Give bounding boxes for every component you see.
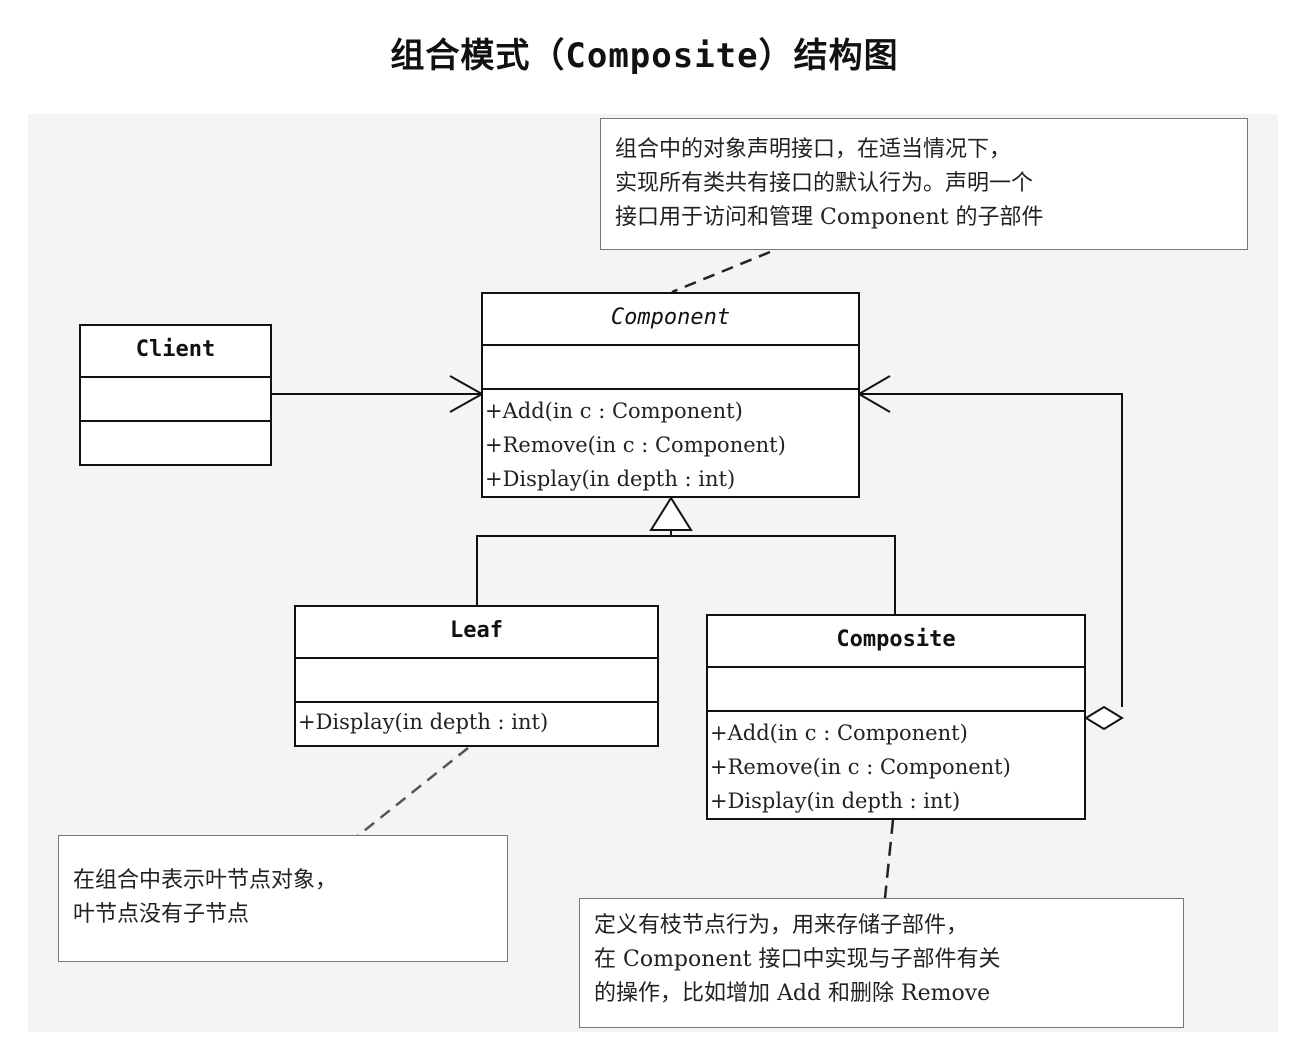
- composite-operations: +Add(in c : Component) +Remove(in c : Co…: [708, 712, 1084, 818]
- leaf-class-name: Leaf: [296, 607, 657, 659]
- component-note-anchor: [671, 250, 771, 294]
- component-class-name: Component: [483, 294, 858, 346]
- aggregation-diamond: [1084, 705, 1124, 731]
- diagram-title: 组合模式（Composite）结构图: [390, 36, 899, 76]
- component-op-remove: +Remove(in c : Component): [485, 433, 786, 457]
- leaf-class: Leaf +Display(in depth : int): [294, 605, 659, 747]
- component-class: Component +Add(in c : Component) +Remove…: [481, 292, 860, 498]
- aggregation-line: [859, 393, 1123, 707]
- client-class-name: Client: [81, 326, 270, 378]
- composite-op-display: +Display(in depth : int): [710, 789, 961, 813]
- composite-class-name: Composite: [708, 616, 1084, 668]
- leaf-op-display: +Display(in depth : int): [298, 710, 549, 734]
- composite-op-remove: +Remove(in c : Component): [710, 755, 1011, 779]
- component-operations: +Add(in c : Component) +Remove(in c : Co…: [483, 390, 858, 496]
- generalization-triangle: [649, 496, 693, 531]
- component-note: 组合中的对象声明接口，在适当情况下， 实现所有类共有接口的默认行为。声明一个 接…: [600, 118, 1248, 250]
- composite-attributes: [708, 668, 1084, 712]
- component-attributes: [483, 346, 858, 390]
- composite-note: 定义有枝节点行为，用来存储子部件， 在 Component 接口中实现与子部件有…: [579, 898, 1184, 1028]
- leaf-note: 在组合中表示叶节点对象， 叶节点没有子节点: [58, 835, 508, 962]
- component-op-display: +Display(in depth : int): [485, 467, 736, 491]
- client-attributes: [81, 378, 270, 422]
- leaf-attributes: [296, 659, 657, 703]
- composite-op-add: +Add(in c : Component): [710, 721, 968, 745]
- composite-class: Composite +Add(in c : Component) +Remove…: [706, 614, 1086, 820]
- leaf-operations: +Display(in depth : int): [296, 703, 657, 739]
- composite-note-anchor: [883, 819, 895, 899]
- generalization-tree-line: [476, 535, 896, 614]
- client-class: Client: [79, 324, 272, 466]
- component-op-add: +Add(in c : Component): [485, 399, 743, 423]
